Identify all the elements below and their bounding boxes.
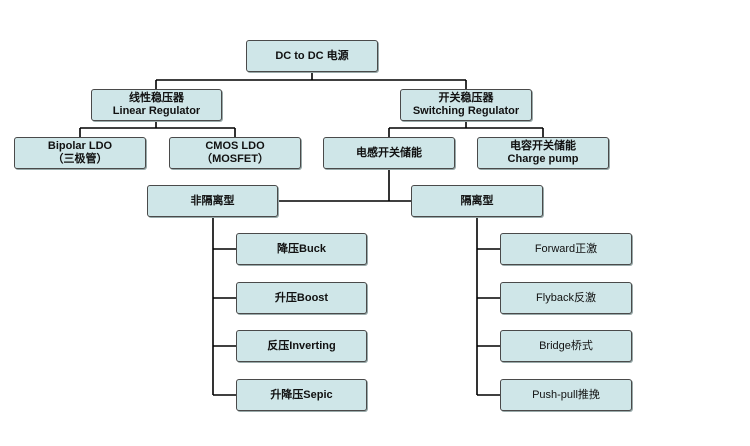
node-non-isolated-label: 非隔离型 [190, 194, 235, 207]
node-bipolar-sublabel: （三极管） [52, 153, 108, 165]
node-linear-label-en: Linear Regulator [112, 105, 201, 117]
node-root-label: DC to DC 电源 [275, 49, 349, 62]
node-switching-label-cn: 开关稳压器 [438, 92, 494, 104]
node-cmos-sublabel: （MOSFET） [201, 153, 269, 165]
node-sepic: 升降压Sepic [236, 379, 367, 411]
node-charge-pump-label-en: Charge pump [507, 153, 579, 165]
node-non-isolated: 非隔离型 [147, 185, 278, 217]
node-charge-pump-label-cn: 电容开关储能 [510, 140, 576, 152]
node-inverting: 反压Inverting [236, 330, 367, 362]
node-cmos-ldo: CMOS LDO （MOSFET） [169, 137, 301, 169]
node-bipolar-label: Bipolar LDO [47, 140, 113, 152]
node-isolated-label: 隔离型 [460, 194, 494, 207]
node-bridge: Bridge桥式 [500, 330, 632, 362]
node-forward: Forward正激 [500, 233, 632, 265]
node-charge-pump: 电容开关储能 Charge pump [477, 137, 609, 169]
node-linear-label-cn: 线性稳压器 [129, 92, 184, 104]
node-inductor-label: 电感开关储能 [356, 146, 422, 159]
node-bipolar-ldo: Bipolar LDO （三极管） [14, 137, 146, 169]
node-bridge-label: Bridge桥式 [539, 339, 593, 352]
node-forward-label: Forward正激 [534, 242, 598, 255]
node-sepic-label: 升降压Sepic [270, 388, 333, 401]
node-inductor-storage: 电感开关储能 [323, 137, 455, 169]
node-switching-label-en: Switching Regulator [412, 105, 520, 117]
node-switching-regulator: 开关稳压器 Switching Regulator [400, 89, 532, 121]
node-isolated: 隔离型 [411, 185, 543, 217]
node-inverting-label: 反压Inverting [267, 339, 336, 352]
node-flyback: Flyback反激 [500, 282, 632, 314]
node-buck-label: 降压Buck [277, 242, 326, 255]
node-cmos-label: CMOS LDO [205, 140, 265, 152]
node-push-pull: Push-pull推挽 [500, 379, 632, 411]
node-boost-label: 升压Boost [274, 291, 329, 304]
node-flyback-label: Flyback反激 [536, 291, 596, 304]
node-boost: 升压Boost [236, 282, 367, 314]
node-root: DC to DC 电源 [246, 40, 378, 72]
node-push-pull-label: Push-pull推挽 [532, 388, 600, 401]
node-linear-regulator: 线性稳压器 Linear Regulator [91, 89, 222, 121]
node-buck: 降压Buck [236, 233, 367, 265]
